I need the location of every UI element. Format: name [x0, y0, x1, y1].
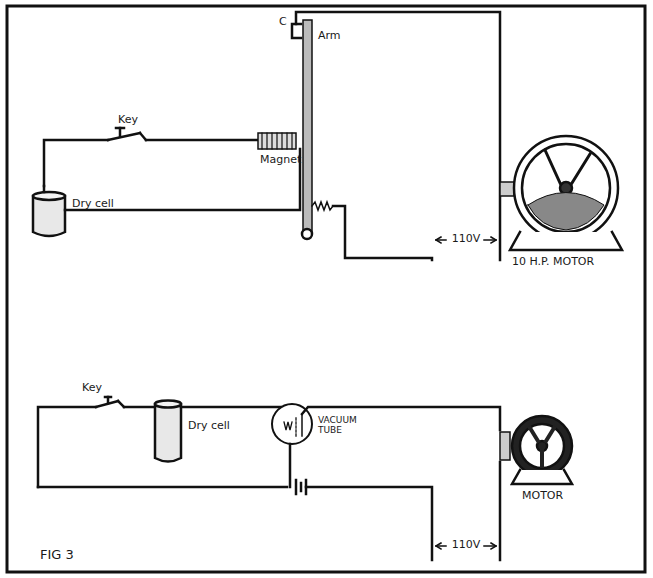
part-label: Key	[82, 382, 102, 395]
key-switch	[108, 128, 146, 140]
armature-arm	[302, 20, 333, 239]
part-label: Key	[118, 114, 138, 127]
motor	[500, 416, 572, 484]
vacuum-tube	[272, 404, 500, 487]
part-label: C	[279, 16, 287, 29]
contact	[292, 24, 301, 38]
part-label: Dry cell	[188, 420, 230, 433]
motor-10hp	[500, 136, 622, 250]
part-label: VACUUM TUBE	[318, 415, 374, 436]
frame	[7, 6, 645, 572]
part-label: 110V	[450, 233, 483, 246]
dry-cell	[155, 401, 181, 462]
part-label: MOTOR	[522, 490, 563, 503]
part-label: 10 H.P. MOTOR	[512, 256, 594, 269]
part-label: 110V	[450, 539, 483, 552]
key-switch	[96, 397, 124, 407]
b-battery	[296, 480, 306, 494]
part-label: Arm	[318, 30, 341, 43]
dry-cell	[33, 186, 65, 236]
part-label: Magnet	[260, 154, 301, 167]
part-label: Dry cell	[72, 198, 114, 211]
electromagnet	[258, 133, 296, 149]
figure-caption: FIG 3	[40, 548, 74, 563]
